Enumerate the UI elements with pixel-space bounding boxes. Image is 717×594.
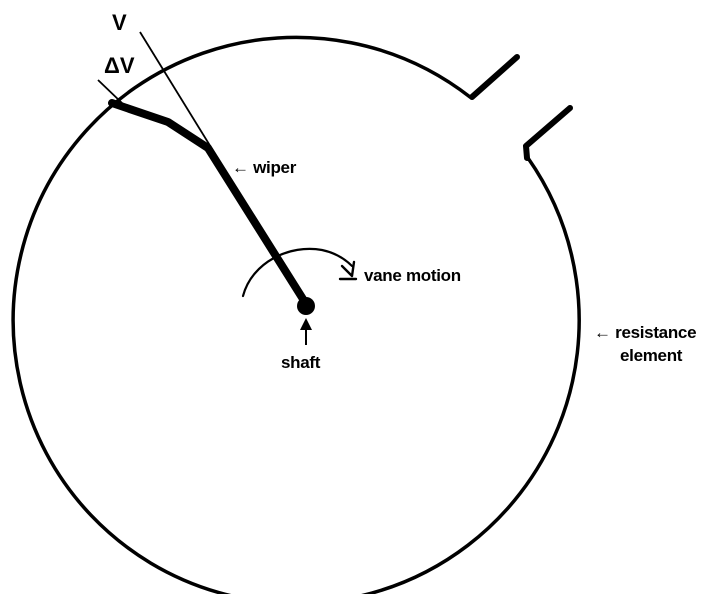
wiper-arm: [108, 99, 312, 311]
resistance-element-label-line2: element: [620, 346, 683, 365]
vane-motion-arrow-icon: [338, 260, 358, 281]
vane-motion-label: vane motion: [364, 266, 461, 285]
terminal-lead-lower: [523, 105, 573, 161]
delta-v-reference-line: [97, 79, 123, 104]
shaft-dot: [297, 297, 315, 315]
shaft-arrow-head: [300, 318, 312, 330]
shaft-label: shaft: [281, 353, 321, 372]
delta-v-label: ΔV: [104, 53, 135, 78]
resistance-element-arc: [11, 35, 581, 594]
vane-motion-arc: [241, 247, 354, 298]
resistance-element-label-line1: ← resistance: [594, 323, 696, 342]
v-label: V: [112, 10, 127, 35]
terminal-lead-upper: [469, 54, 520, 100]
wiper-label: ← wiper: [232, 158, 297, 177]
